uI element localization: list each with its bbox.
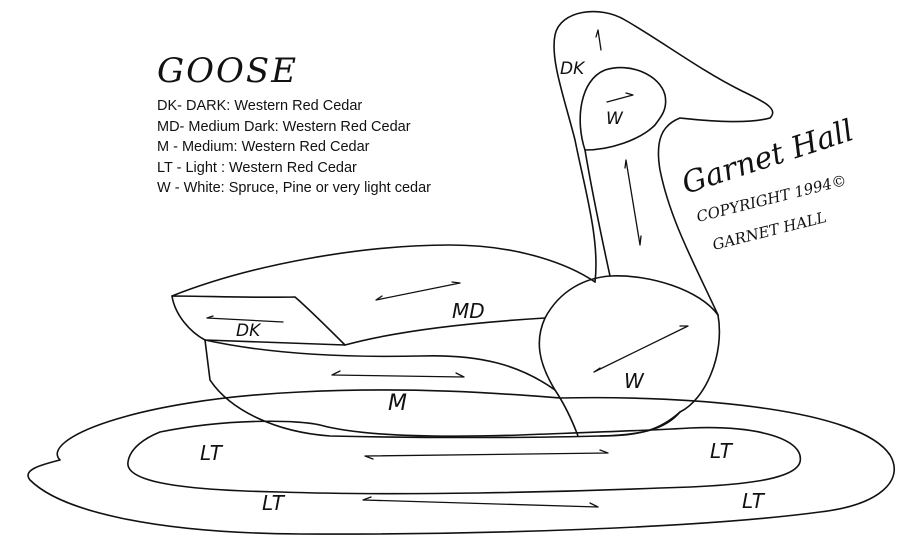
base-inner-outline bbox=[127, 420, 802, 495]
key-row-medium: M - Medium: Western Red Cedar bbox=[157, 139, 370, 155]
region-label-base-left-outer: LT bbox=[262, 491, 286, 515]
region-label-side: M bbox=[388, 391, 407, 416]
back-lower-line bbox=[344, 317, 546, 346]
region-label-tail: DK bbox=[236, 321, 262, 341]
grain-arrow-head bbox=[595, 29, 602, 51]
grain-arrows bbox=[206, 29, 689, 508]
base-outer-outline bbox=[27, 389, 895, 535]
grain-arrow-side bbox=[331, 370, 465, 378]
region-label-base-right-outer: LT bbox=[742, 489, 766, 513]
key-row-white: W - White: Spruce, Pine or very light ce… bbox=[157, 180, 431, 196]
pattern-title: GOOSE bbox=[157, 51, 299, 91]
region-label-head: DK bbox=[560, 59, 586, 79]
region-label-breast: W bbox=[624, 369, 645, 393]
region-label-base-right-inner: LT bbox=[710, 439, 734, 463]
region-label-back: MD bbox=[452, 299, 485, 323]
body-lower-outline bbox=[204, 339, 681, 439]
cheek-patch-outline bbox=[579, 66, 667, 151]
breast-inner bbox=[538, 317, 556, 391]
tail-outline bbox=[171, 295, 346, 346]
grain-arrow-base-inner bbox=[364, 449, 609, 460]
grain-arrow-breast bbox=[593, 325, 689, 373]
wood-key-legend: GOOSE DK- DARK: Western Red Cedar MD- Me… bbox=[157, 52, 431, 199]
grain-arrow-base-outer bbox=[362, 496, 599, 508]
grain-arrow-neck bbox=[624, 159, 642, 246]
side-division bbox=[204, 339, 579, 437]
region-label-cheek: W bbox=[606, 109, 624, 129]
key-row-dark: DK- DARK: Western Red Cedar bbox=[157, 98, 363, 114]
grain-arrow-tail bbox=[206, 315, 284, 323]
key-row-light: LT - Light : Western Red Cedar bbox=[157, 159, 357, 176]
key-row-medium-dark: MD- Medium Dark: Western Red Cedar bbox=[157, 118, 411, 135]
grain-arrow-back bbox=[375, 281, 461, 301]
back-outline bbox=[171, 244, 596, 297]
region-label-base-left-inner: LT bbox=[200, 441, 224, 465]
grain-arrow-cheek bbox=[606, 92, 634, 103]
neck-front-line bbox=[584, 149, 611, 277]
breast-outline bbox=[544, 275, 721, 437]
neck-outline bbox=[553, 10, 774, 316]
signature-block: Garnet Hall COPYRIGHT 1994© GARNET HALL bbox=[678, 113, 858, 254]
